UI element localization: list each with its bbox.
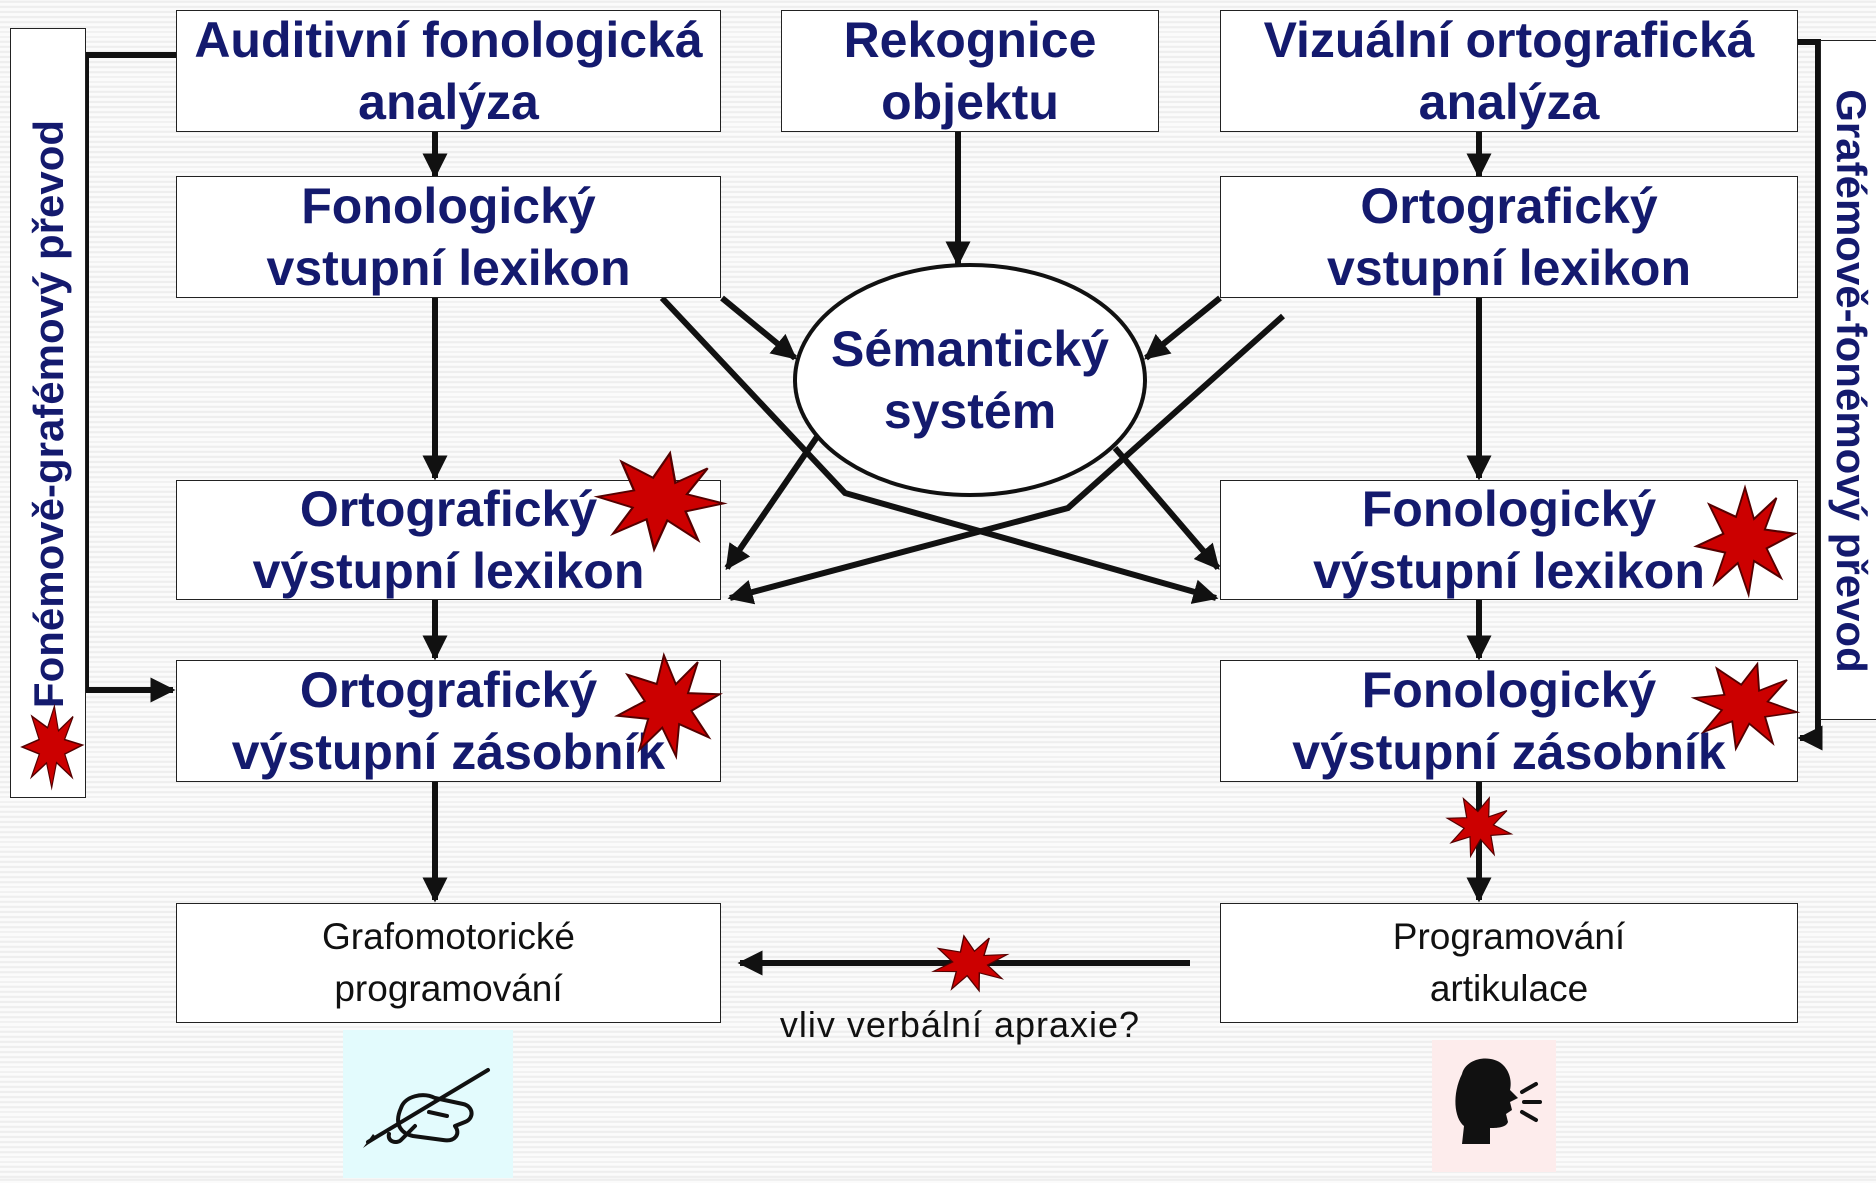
arrow-phon-input-to-semantic	[720, 295, 797, 361]
grapho-line1: Grafomotorické	[322, 916, 575, 957]
articulation-programming-box: Programování artikulace	[1220, 903, 1798, 1023]
orth-input-line2: vstupní lexikon	[1327, 240, 1691, 296]
visual-label-line1: Vizuální ortografická	[1263, 12, 1755, 68]
visual-label-line2: analýza	[1418, 74, 1600, 130]
arrow-semantic-to-orth-output	[724, 416, 833, 571]
orthographic-output-lexicon-box: Ortografický výstupní lexikon	[176, 480, 721, 600]
grapheme-phoneme-conversion: Grafémově-fonémový převod	[1820, 40, 1876, 720]
object-recognition-box: Rekognice objektu	[781, 10, 1159, 132]
semantic-system-label: Sémantický systém	[795, 318, 1145, 442]
artic-line2: artikulace	[1429, 968, 1589, 1009]
lesion-star-icon	[19, 701, 86, 793]
object-label-line2: objektu	[881, 74, 1059, 130]
artic-line1: Programování	[1392, 916, 1626, 957]
semantic-system-ellipse	[793, 263, 1147, 497]
lesion-star-icon	[1681, 651, 1809, 761]
lesion-star-icon	[925, 929, 1015, 998]
arrow-left-conversion-route	[83, 52, 176, 703]
arrow-right-conversion-route	[1797, 39, 1823, 751]
phoneme-grapheme-conversion: Fonémově-grafémový převod	[10, 28, 86, 798]
orthographic-output-buffer-box: Ortografický výstupní zásobník	[176, 660, 721, 782]
phon-output-lex-line1: Fonologický	[1361, 481, 1657, 537]
writing-hand-icon	[343, 1030, 513, 1178]
object-label-line1: Rekognice	[843, 12, 1097, 68]
arrow-orth-input-to-semantic	[1144, 295, 1222, 361]
grapho-line2: programování	[334, 968, 563, 1009]
orth-input-line1: Ortografický	[1360, 178, 1658, 234]
arrow-phon-input-to-phon-output-direct	[659, 295, 1219, 604]
speaking-head-icon	[1432, 1040, 1556, 1172]
auditory-label-line2: analýza	[358, 74, 539, 130]
lesion-star-icon	[1437, 786, 1521, 868]
phonological-input-lexicon-box: Fonologický vstupní lexikon	[176, 176, 721, 298]
auditory-label-line1: Auditivní fonologická	[194, 12, 703, 68]
orth-output-buf-line2: výstupní zásobník	[231, 724, 666, 780]
lesion-star-icon	[587, 443, 734, 559]
semantic-line1: Sémantický	[831, 321, 1109, 377]
graphomotor-programming-box: Grafomotorické programování	[176, 903, 721, 1023]
orth-output-lex-line1: Ortografický	[299, 481, 598, 537]
phonological-output-buffer-box: Fonologický výstupní zásobník	[1220, 660, 1798, 782]
phon-input-line2: vstupní lexikon	[266, 240, 631, 296]
phonological-output-lexicon-box: Fonologický výstupní lexikon	[1220, 480, 1798, 600]
lesion-star-icon	[611, 649, 726, 763]
phon-output-buf-line1: Fonologický	[1361, 662, 1657, 718]
arrow-semantic-to-phon-output	[1112, 446, 1221, 570]
semantic-line2: systém	[883, 383, 1057, 439]
arrow-orth-input-to-orth-output-direct	[727, 313, 1285, 605]
phon-output-lex-line2: výstupní lexikon	[1313, 543, 1705, 599]
orth-output-lex-line2: výstupní lexikon	[252, 543, 645, 599]
phon-input-line1: Fonologický	[301, 178, 596, 234]
phon-output-buf-line2: výstupní zásobník	[1292, 724, 1726, 780]
auditory-phonological-analysis-box: Auditivní fonologická analýza	[176, 10, 721, 132]
verbal-apraxia-annotation: vliv verbální apraxie?	[779, 1004, 1141, 1045]
orthographic-input-lexicon-box: Ortografický vstupní lexikon	[1220, 176, 1798, 298]
lesion-star-icon	[1695, 486, 1796, 596]
visual-orthographic-analysis-box: Vizuální ortografická analýza	[1220, 10, 1798, 132]
orth-output-buf-line1: Ortografický	[299, 662, 598, 718]
